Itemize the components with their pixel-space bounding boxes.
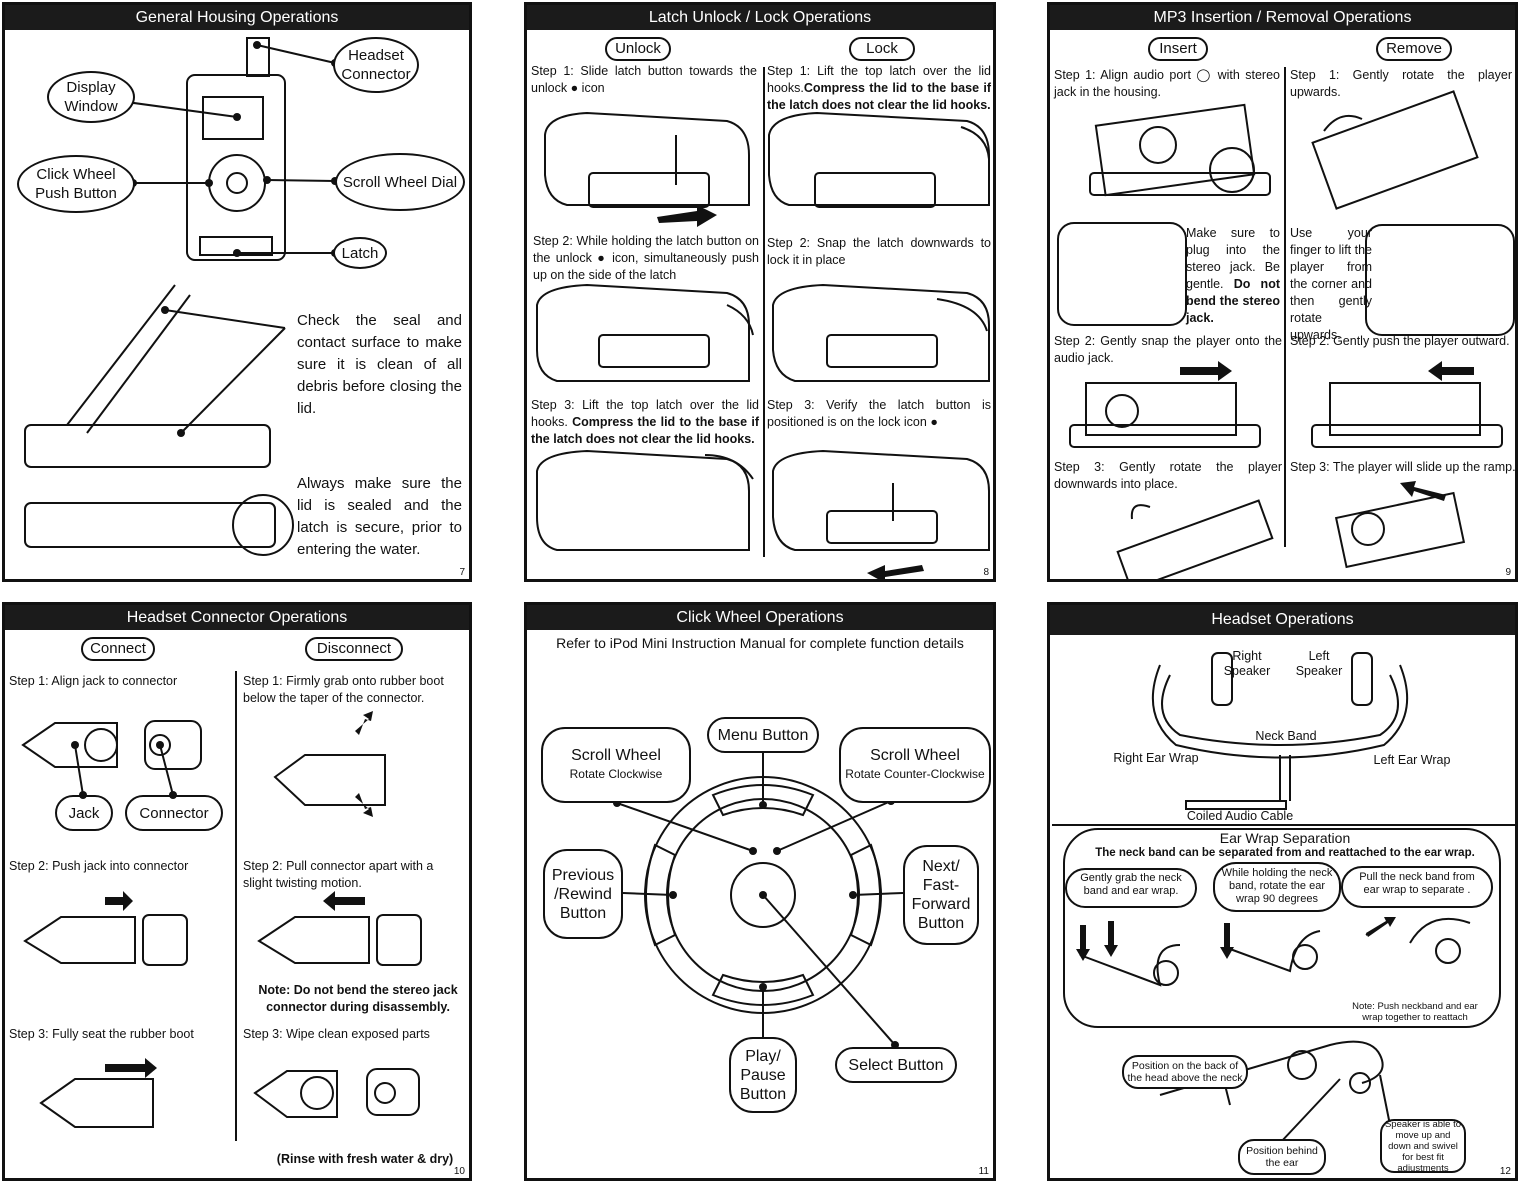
back-head-callout: Position on the back of the head above t… [1122, 1055, 1248, 1089]
unlock-step-3: Step 3: Lift the top latch over the lid … [531, 398, 759, 446]
disconnect-step-3: Step 3: Wipe clean exposed parts [243, 1027, 430, 1041]
disconnect-note: Note: Do not bend the stereo jack connec… [258, 983, 458, 1014]
previous-button-callout: Previous /Rewind Button [543, 849, 623, 939]
insert-step-1: Step 1: Align audio port ◯ with stereo j… [1054, 68, 1280, 99]
ear-wrap-separation-subtitle: The neck band can be separated from and … [1095, 847, 1475, 859]
page-title: Latch Unlock / Lock Operations [527, 5, 993, 30]
mp3-illustrations [1057, 90, 1515, 579]
remove-note: Use your finger to lift the player from … [1290, 226, 1372, 342]
coiled-cable-label: Coiled Audio Cable [1186, 809, 1294, 823]
unlock-label: Unlock [605, 37, 671, 61]
insert-step-3: Step 3: Gently rotate the player downwar… [1054, 460, 1282, 491]
select-button-callout: Select Button [835, 1047, 957, 1083]
column-divider [763, 67, 765, 557]
disconnect-step-1: Step 1: Firmly grab onto rubber boot bel… [243, 674, 444, 705]
rinse-note: (Rinse with fresh water & dry) [276, 1152, 454, 1166]
connect-step-1: Step 1: Align jack to connector [9, 674, 178, 688]
remove-step-2: Step 2: Gently push the player outward. [1290, 334, 1510, 348]
connect-label: Connect [81, 637, 155, 661]
lock-label: Lock [849, 37, 915, 61]
page-mp3-insertion: MP3 Insertion / Removal Operations Inser… [1047, 2, 1518, 582]
reattach-note: Note: Push neckband and ear wrap togethe… [1352, 1001, 1478, 1023]
unlock-icon: ● [570, 81, 579, 95]
connect-step-2: Step 2: Push jack into connector [9, 859, 189, 873]
page-click-wheel: Click Wheel Operations Refer to iPod Min… [524, 602, 996, 1181]
remove-step-1: Step 1: Gently rotate the player upwards… [1290, 68, 1512, 99]
connect-step-3: Step 3: Fully seat the rubber boot [9, 1027, 194, 1041]
insert-note: Make sure to plug into the stereo jack. … [1186, 226, 1280, 325]
unlock-step-2: Step 2: While holding the latch button o… [533, 234, 759, 282]
page-number: 8 [983, 567, 989, 578]
latch-illustrations [536, 111, 990, 579]
housing-illustration [24, 37, 339, 556]
page-number: 9 [1505, 567, 1511, 578]
page-latch-operations: Latch Unlock / Lock Operations Unlock Lo… [524, 2, 996, 582]
ear-wrap-separation-title: Ear Wrap Separation [1219, 830, 1351, 846]
headset-illustration [1052, 652, 1515, 1144]
page-number: 10 [453, 1166, 465, 1177]
menu-button-callout: Menu Button [707, 717, 819, 753]
lock-step-1: Step 1: Lift the top latch over the lid … [767, 64, 991, 112]
remove-label: Remove [1376, 37, 1452, 61]
insert-label: Insert [1148, 37, 1208, 61]
separation-step-1: Gently grab the neck band and ear wrap. [1080, 872, 1182, 897]
behind-ear-callout: Position behind the ear [1238, 1139, 1326, 1175]
next-button-callout: Next/ Fast-Forward Button [903, 845, 979, 945]
disconnect-step-2: Step 2: Pull connector apart with a slig… [243, 859, 434, 890]
right-speaker-label: Right Speaker [1223, 649, 1271, 678]
remove-step-3: Step 3: The player will slide up the ram… [1290, 460, 1516, 474]
intro-text: Refer to iPod Mini Instruction Manual fo… [556, 635, 964, 651]
separation-step-3: Pull the neck band from ear wrap to sepa… [1359, 871, 1475, 896]
connector-callout: Connector [125, 795, 223, 831]
lock-step-2: Step 2: Snap the latch downwards to lock… [767, 236, 991, 267]
left-ear-wrap-label: Left Ear Wrap [1373, 753, 1451, 767]
connector-illustrations [21, 711, 422, 1128]
click-wheel-callout: Click Wheel Push Button [17, 155, 135, 213]
right-ear-wrap-label: Right Ear Wrap [1113, 751, 1199, 765]
neck-band-label: Neck Band [1255, 729, 1317, 743]
separation-step-2: While holding the neck band, rotate the … [1221, 867, 1333, 905]
page-general-housing: General Housing Operations [2, 2, 472, 582]
insert-step-2: Step 2: Gently snap the player onto the … [1054, 334, 1282, 365]
column-divider [1284, 67, 1286, 547]
page-title: MP3 Insertion / Removal Operations [1050, 5, 1515, 30]
latch-callout: Latch [333, 237, 387, 269]
scroll-ccw-callout: Scroll Wheel Rotate Counter-Clockwise [839, 727, 991, 803]
unlock-icon: ● [597, 251, 607, 265]
page-number: 7 [459, 567, 465, 578]
sealed-note: Always make sure the lid is sealed and t… [297, 475, 462, 558]
speaker-adjust-callout: Speaker is able to move up and down and … [1380, 1119, 1466, 1174]
headset-connector-callout: Headset Connector [333, 37, 419, 93]
scroll-cw-callout: Scroll Wheel Rotate Clockwise [541, 727, 691, 803]
lock-step-3: Step 3: Verify the latch button is posit… [767, 398, 991, 429]
unlock-step-1: Step 1: Slide latch button towards the u… [531, 64, 757, 95]
seal-note: Check the seal and contact surface to ma… [297, 312, 462, 417]
disconnect-label: Disconnect [305, 637, 403, 661]
play-pause-callout: Play/ Pause Button [729, 1037, 797, 1113]
page-title: Headset Connector Operations [5, 605, 469, 630]
page-title: General Housing Operations [5, 5, 469, 30]
page-number: 12 [1499, 1166, 1511, 1177]
page-headset-connector: Headset Connector Operations Connect Dis… [2, 602, 472, 1181]
lock-icon: ● [930, 415, 938, 429]
page-headset-operations: Headset Operations [1047, 602, 1518, 1181]
page-title: Click Wheel Operations [527, 605, 993, 630]
column-divider [235, 671, 237, 1141]
click-wheel-illustration [596, 749, 934, 1049]
page-number: 11 [978, 1166, 989, 1177]
headphone-icon: ◯ [1196, 68, 1213, 82]
display-window-callout: Display Window [47, 71, 135, 123]
scroll-wheel-callout: Scroll Wheel Dial [335, 153, 465, 211]
left-speaker-label: Left Speaker [1295, 649, 1343, 678]
page-title: Headset Operations [1050, 605, 1515, 635]
